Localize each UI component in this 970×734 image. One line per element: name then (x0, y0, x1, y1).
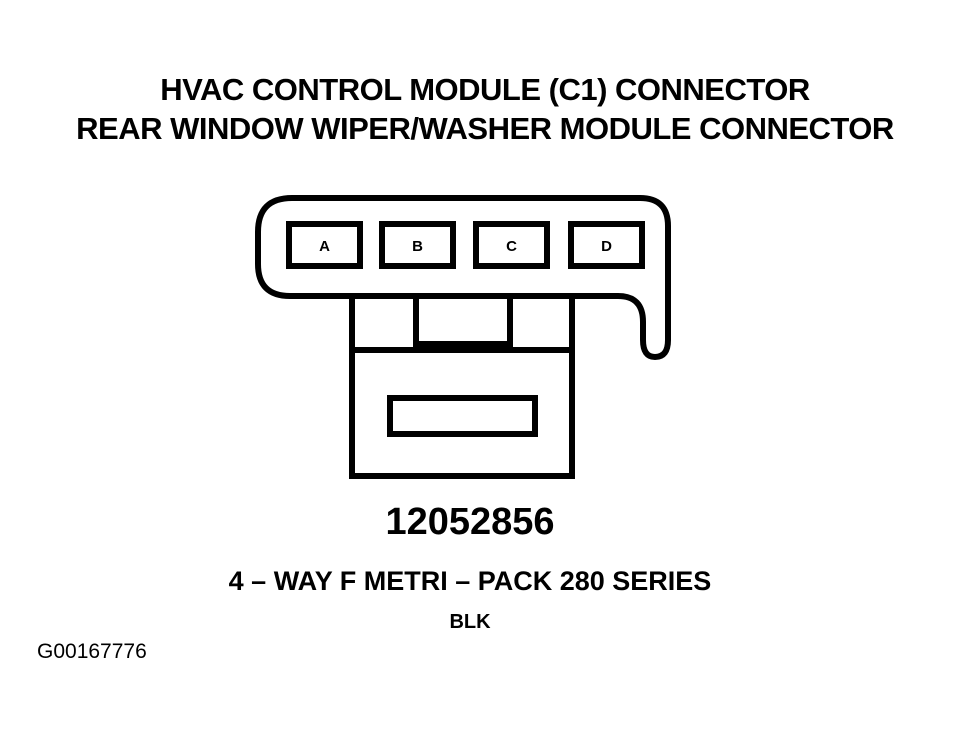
pin-cavity-a: A (286, 221, 363, 269)
pin-label-a: A (319, 238, 330, 255)
pin-cavity-c: C (473, 221, 550, 269)
pin-label-c: C (506, 238, 517, 255)
connector-color: BLK (449, 611, 491, 633)
part-number: 12052856 (385, 501, 555, 543)
pin-cavity-d: D (568, 221, 645, 269)
locking-tab (413, 293, 513, 347)
pin-label-d: D (601, 238, 612, 255)
connector-housing-outline (255, 195, 671, 360)
connector-description: 4 – WAY F METRI – PACK 280 SERIES (228, 566, 712, 596)
connector-neck (349, 293, 575, 350)
diagram-title-line-2: REAR WINDOW WIPER/WASHER MODULE CONNECTO… (76, 111, 894, 146)
pin-label-b: B (412, 238, 423, 255)
wire-slot (387, 395, 538, 437)
figure-id: G00167776 (37, 640, 147, 663)
diagram-title-line-1: HVAC CONTROL MODULE (C1) CONNECTOR (160, 72, 810, 107)
connector-body-block (349, 347, 575, 479)
pin-cavity-b: B (379, 221, 456, 269)
